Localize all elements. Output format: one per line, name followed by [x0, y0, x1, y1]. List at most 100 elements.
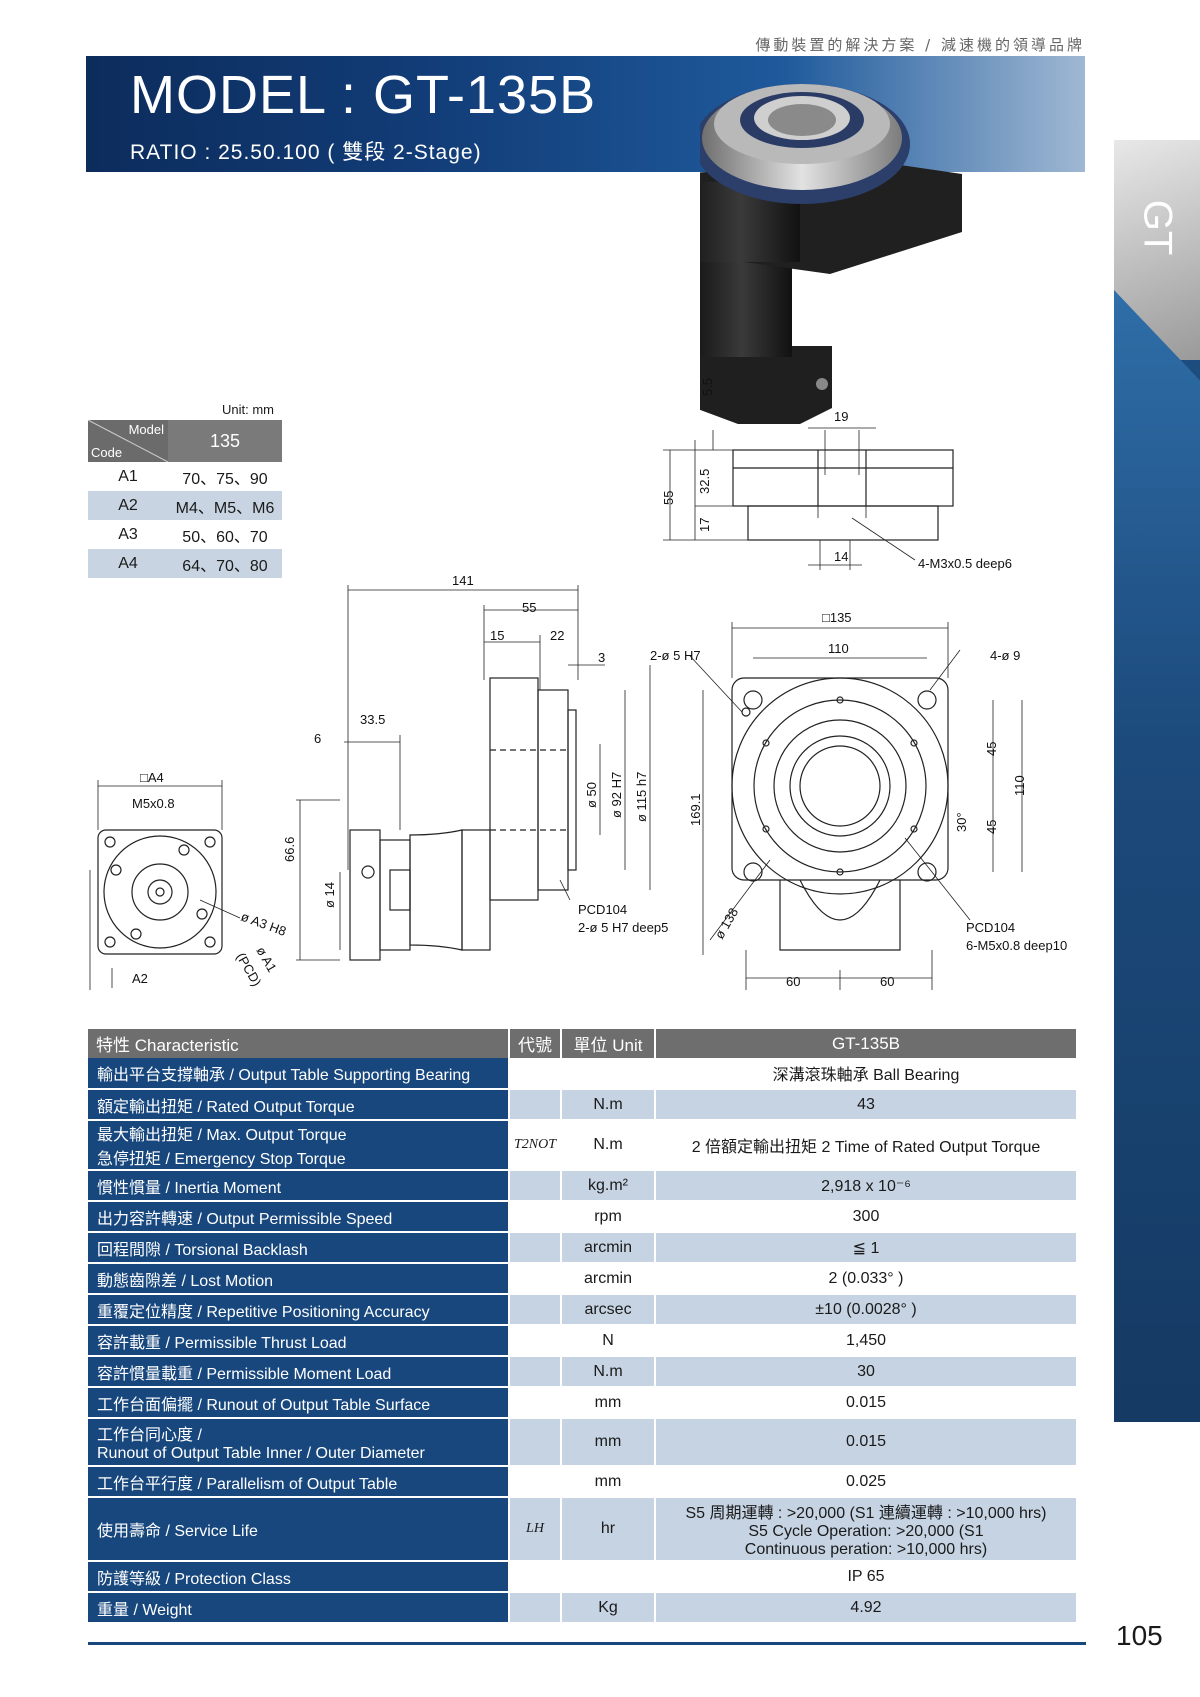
dimension-code-table: Model Code 135 A1 70、75、90 A2 M4、M5、M6 A… — [88, 420, 282, 578]
dim-m5: M5x0.8 — [132, 796, 175, 811]
spec-unit: N — [561, 1325, 656, 1357]
dim-110: 110 — [828, 641, 849, 656]
spec-unit: N.m — [561, 1120, 656, 1171]
spec-unit: arcsec — [561, 1294, 656, 1326]
spec-value: 深溝滾珠軸承 Ball Bearing — [655, 1058, 1078, 1090]
note-m3-tap: 4-M3x0.5 deep6 — [918, 556, 1012, 571]
spec-unit: mm — [561, 1387, 656, 1419]
front-hole-note: 4-ø 9 — [990, 648, 1020, 663]
table-row: 工作台同心度 / Runout of Output Table Inner / … — [88, 1418, 1078, 1467]
spec-code — [509, 1170, 562, 1202]
side-pin-note: 2-ø 5 H7 deep5 — [578, 920, 668, 935]
model-title: MODEL : GT-135B — [130, 65, 597, 125]
spec-unit: kg.m² — [561, 1170, 656, 1202]
dim-14-top: 14 — [834, 549, 848, 564]
spec-name: 動態齒隙差 / Lost Motion — [88, 1263, 510, 1295]
code-row: A1 70、75、90 — [88, 462, 282, 491]
spec-value: 30 — [655, 1356, 1078, 1388]
spec-value: S5 周期運轉 : >20,000 (S1 連續運轉 : >10,000 hrs… — [655, 1497, 1078, 1562]
dim-a2: A2 — [132, 971, 148, 986]
spec-name: 額定輸出扭矩 / Rated Output Torque — [88, 1089, 510, 1121]
table-row: 重量 / Weight Kg 4.92 — [88, 1592, 1078, 1624]
table-row: 工作台面偏擺 / Runout of Output Table Surface … — [88, 1387, 1078, 1419]
code-value: 70、75、90 — [182, 470, 268, 488]
spec-name: 輸出平台支撐軸承 / Output Table Supporting Beari… — [88, 1058, 510, 1090]
bottom-rule — [88, 1642, 1086, 1645]
dim-d115: ø 115 h7 — [634, 772, 649, 822]
spec-value: IP 65 — [655, 1561, 1078, 1593]
dim-32-5: 32.5 — [697, 469, 712, 494]
code-row: A4 64、70、80 — [88, 549, 282, 578]
ratio-subtitle: RATIO : 25.50.100 ( 雙段 2-Stage) — [130, 141, 482, 164]
dim-d50: ø 50 — [584, 782, 599, 808]
spec-unit: N.m — [561, 1356, 656, 1388]
dim-135: □135 — [822, 610, 852, 625]
table-row: 容許載重 / Permissible Thrust Load N 1,450 — [88, 1325, 1078, 1357]
spec-code — [509, 1089, 562, 1121]
spec-name: 重覆定位精度 / Repetitive Positioning Accuracy — [88, 1294, 510, 1326]
col-characteristic: 特性 Characteristic — [88, 1029, 510, 1058]
header-size: 135 — [168, 420, 282, 462]
spec-code — [509, 1263, 562, 1295]
table-row: 容許慣量載重 / Permissible Moment Load N.m 30 — [88, 1356, 1078, 1388]
spec-name: 慣性慣量 / Inertia Moment — [88, 1170, 510, 1202]
spec-code — [509, 1325, 562, 1357]
spec-value: 300 — [655, 1201, 1078, 1233]
table-row: 回程間隙 / Torsional Backlash arcmin ≦ 1 — [88, 1232, 1078, 1264]
dim-d138: ø 138 — [712, 905, 742, 941]
col-unit: 單位 Unit — [561, 1029, 656, 1058]
table-row: 出力容許轉速 / Output Permissible Speed rpm 30… — [88, 1201, 1078, 1233]
spec-header-row: 特性 Characteristic 代號 單位 Unit GT-135B — [88, 1029, 1078, 1058]
header-model: Model — [128, 422, 164, 437]
spec-name: 工作台同心度 / Runout of Output Table Inner / … — [88, 1418, 510, 1467]
table-row: 輸出平台支撐軸承 / Output Table Supporting Beari… — [88, 1058, 1078, 1090]
spec-value: 43 — [655, 1089, 1078, 1121]
spec-name: 最大輸出扭矩 / Max. Output Torque 急停扭矩 / Emerg… — [88, 1120, 510, 1171]
spec-value: ≦ 1 — [655, 1232, 1078, 1264]
tagline: 傳動裝置的解決方案 / 減速機的領導品牌 — [755, 36, 1085, 54]
dim-19: 19 — [834, 409, 848, 424]
spec-unit: arcmin — [561, 1263, 656, 1295]
table-row: 額定輸出扭矩 / Rated Output Torque N.m 43 — [88, 1089, 1078, 1121]
dim-3: 3 — [598, 650, 605, 665]
spec-name-line2: Runout of Output Table Inner / Outer Dia… — [97, 1445, 425, 1462]
spec-value-line3: Continuous peration: >10,000 hrs) — [744, 1541, 988, 1558]
front-tap-note: 6-M5x0.8 deep10 — [966, 938, 1067, 953]
dim-141: 141 — [452, 573, 474, 588]
dim-33-5: 33.5 — [360, 712, 385, 727]
spec-name: 防護等級 / Protection Class — [88, 1561, 510, 1593]
table-row: 最大輸出扭矩 / Max. Output Torque 急停扭矩 / Emerg… — [88, 1120, 1078, 1171]
dim-22: 22 — [550, 628, 564, 643]
col-model: GT-135B — [655, 1029, 1078, 1058]
spec-unit: hr — [561, 1497, 656, 1562]
spec-name: 工作台面偏擺 / Runout of Output Table Surface — [88, 1387, 510, 1419]
spec-name: 容許載重 / Permissible Thrust Load — [88, 1325, 510, 1357]
code-cell: A2 — [88, 491, 168, 520]
dim-a4: □A4 — [140, 770, 164, 785]
spec-unit: Kg — [561, 1592, 656, 1624]
code-row: A2 M4、M5、M6 — [88, 491, 282, 520]
header-code: Code — [91, 445, 123, 460]
code-value: M4、M5、M6 — [168, 491, 282, 520]
spec-unit: rpm — [561, 1201, 656, 1233]
code-cell: A1 — [118, 467, 138, 485]
spec-name: 回程間隙 / Torsional Backlash — [88, 1232, 510, 1264]
spec-unit: mm — [561, 1466, 656, 1498]
spec-value: 2 (0.033° ) — [655, 1263, 1078, 1295]
dim-5-5: 5.5 — [700, 378, 715, 396]
spec-value: 0.015 — [655, 1418, 1078, 1467]
spec-unit — [561, 1058, 656, 1090]
code-cell: A4 — [88, 549, 168, 578]
dim-45a: 45 — [984, 742, 999, 756]
spec-unit: arcmin — [561, 1232, 656, 1264]
dim-17: 17 — [697, 518, 712, 532]
dim-45b: 45 — [984, 820, 999, 834]
code-row: A3 50、60、70 — [88, 520, 282, 549]
spec-name-line1: 最大輸出扭矩 / Max. Output Torque — [97, 1127, 347, 1144]
dim-110-v: 110 — [1012, 775, 1027, 796]
spec-code — [509, 1387, 562, 1419]
page-number: 105 — [1116, 1620, 1163, 1651]
spec-unit — [561, 1561, 656, 1593]
spec-value: 4.92 — [655, 1592, 1078, 1624]
dim-169-1: 169.1 — [688, 793, 703, 826]
